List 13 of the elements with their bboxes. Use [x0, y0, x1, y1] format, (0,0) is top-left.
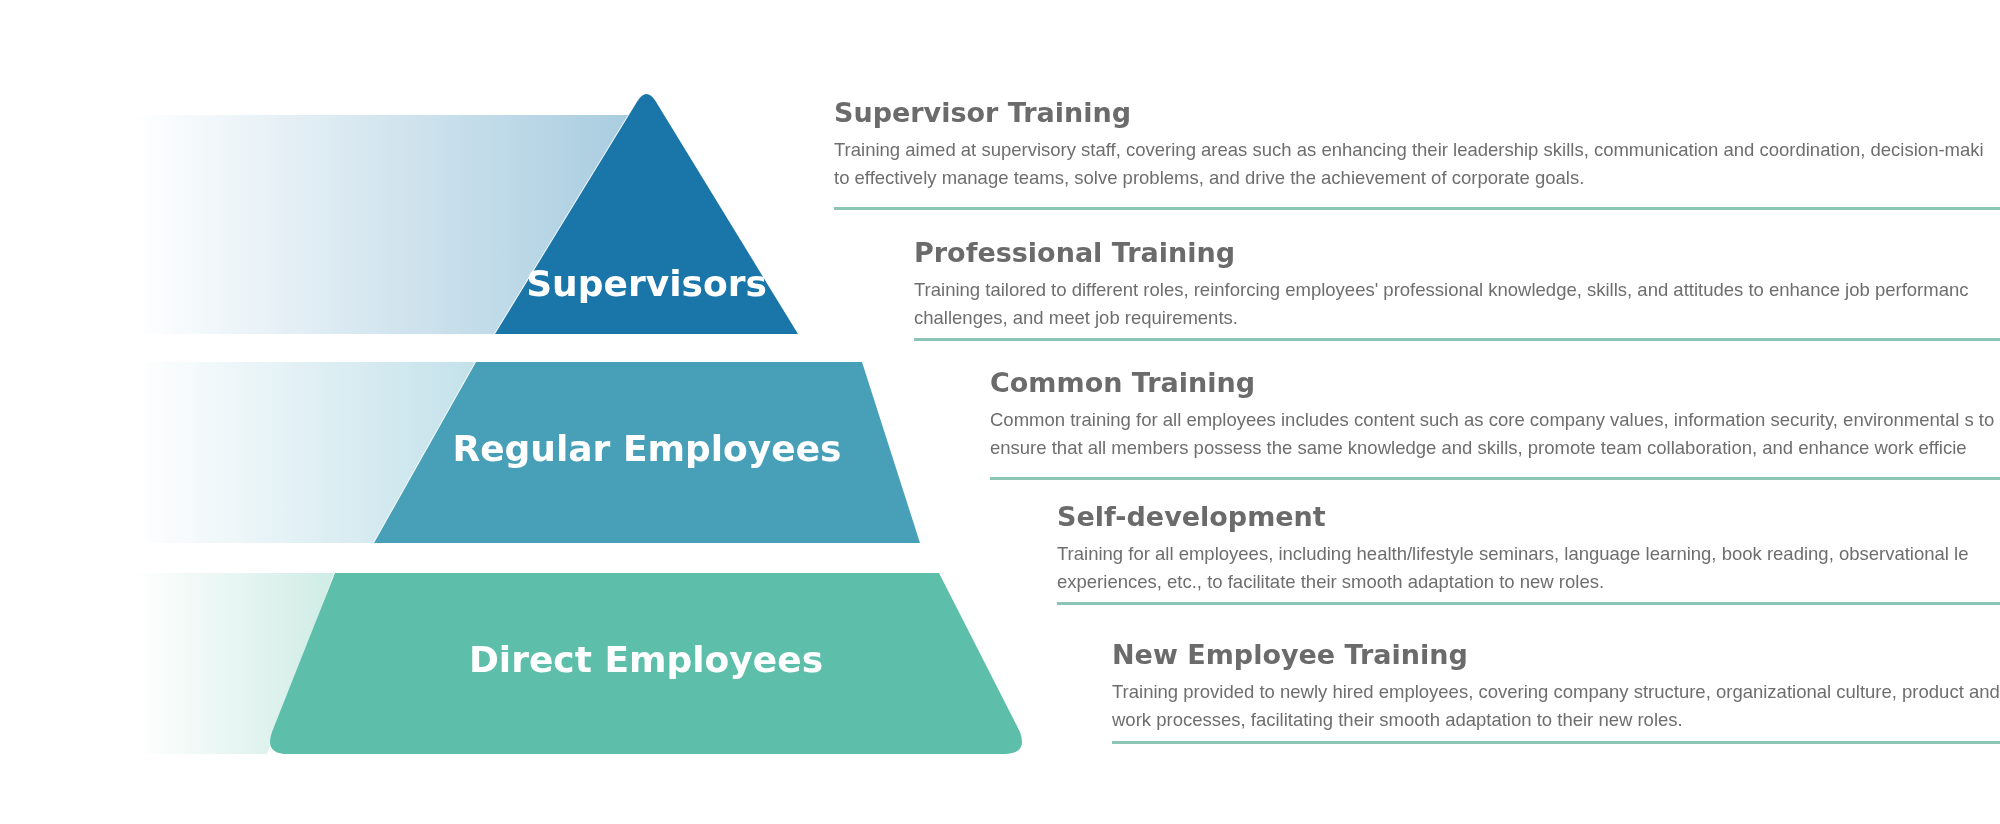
tier-label: Regular Employees — [451, 428, 843, 469]
section-heading: Common Training — [990, 366, 1257, 400]
description-text: Common training for all employees includes content such as core company values, information security, environmental s to ensure that all members possess the same knowledge and skills, promote team collaboration, and enhance work efficie — [990, 408, 1996, 460]
tier-label: Supervisors — [525, 263, 768, 304]
section-heading: Supervisor Training — [834, 96, 1133, 130]
section-heading: Self-development — [1057, 500, 1327, 534]
section-heading: New Employee Training — [1112, 638, 1469, 672]
tier-label: Direct Employees — [467, 639, 825, 680]
description-text: Training aimed at supervisory staff, covering areas such as enhancing their leadership skills, communication and coordination, decision-maki to effectively manage teams, solve problems, and drive the achievement of corporate goals. — [834, 138, 1985, 190]
description-text: Training tailored to different roles, reinforcing employees' professional knowledge, skills, and attitudes to enhance job performanc challenges, and meet job requirements. — [914, 278, 1970, 330]
section-heading: Professional Training — [914, 236, 1237, 270]
description-text: Training provided to newly hired employees, covering company structure, organizational culture, product and work processes, facilitating their smooth adaptation to their new roles. — [1112, 680, 2000, 732]
description-text: Training for all employees, including health/lifestyle seminars, language learning, book reading, observational le experiences, etc., to facilitate their smooth adaptation to new roles. — [1057, 542, 1970, 594]
